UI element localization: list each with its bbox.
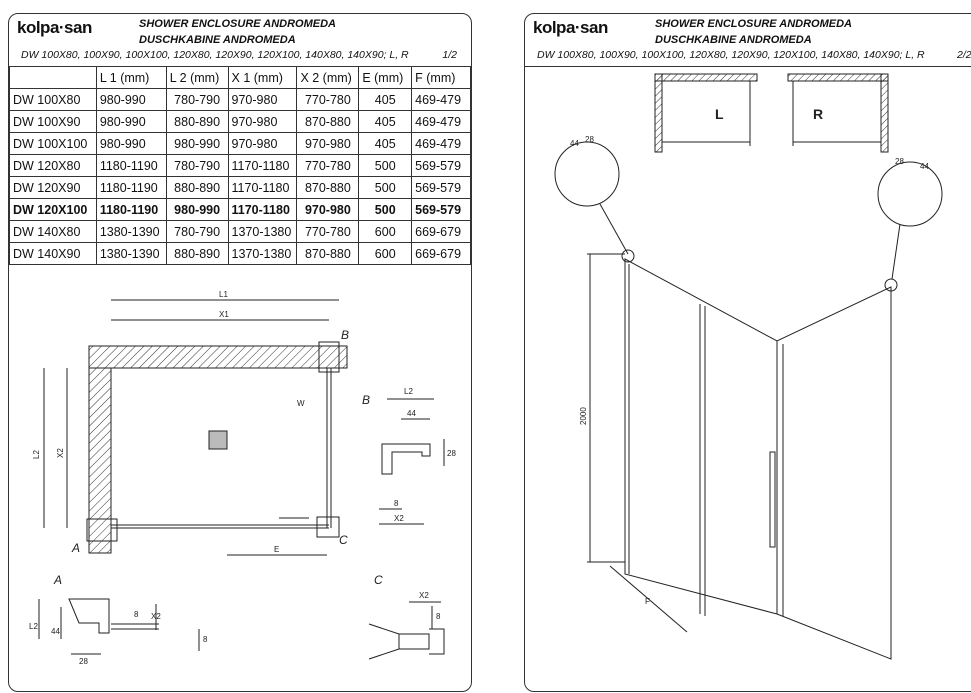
value-cell: 500: [358, 176, 413, 199]
dim-e: E: [274, 545, 279, 554]
detail-a-label: A: [53, 573, 62, 587]
right-variant-label: R: [813, 106, 823, 122]
value-cell: 980-990: [165, 198, 229, 221]
dimensions-table: L 1 (mm) L 2 (mm) X 1 (mm) X 2 (mm) E (m…: [9, 66, 471, 265]
title-de: DUSCHKABINE ANDROMEDA: [139, 34, 296, 46]
page-2-panel: kolpa·san SHOWER ENCLOSURE ANDROMEDA DUS…: [524, 13, 971, 692]
page-number: 1/2: [442, 49, 457, 61]
detail-b-l2: L2: [404, 387, 413, 396]
dim-28-right: 28: [895, 157, 904, 166]
dim-f: F: [645, 597, 650, 606]
models-list: DW 100X80, 100X90, 100X100, 120X80, 120X…: [21, 49, 409, 61]
enclosure-drawing: L R 44 28 28 44 2000 F: [554, 73, 943, 660]
value-cell: 870-880: [296, 110, 360, 133]
value-cell: 469-479: [411, 132, 471, 155]
detail-a-44: 44: [51, 627, 60, 636]
dim-l1: L1: [219, 290, 228, 299]
header-divider: [525, 66, 971, 67]
value-cell: 770-780: [296, 220, 360, 243]
dim-28-left: 28: [585, 135, 594, 144]
header-cell: L 1 (mm): [95, 66, 167, 89]
marker-b: B: [341, 328, 349, 342]
value-cell: 669-679: [411, 220, 471, 243]
dim-l2: L2: [32, 450, 41, 459]
value-cell: 500: [358, 198, 413, 221]
dim-height: 2000: [579, 407, 588, 425]
value-cell: 469-479: [411, 110, 471, 133]
dim-x1: X1: [219, 310, 229, 319]
value-cell: 600: [358, 220, 413, 243]
detail-c-x2: X2: [419, 591, 429, 600]
plan-drawing: L1 X1 L2 X2 W E A B C B L2 44 28 8 X2 A …: [29, 290, 456, 666]
value-cell: 600: [358, 242, 413, 265]
detail-a-8: 8: [134, 610, 139, 619]
value-cell: 1370-1380: [227, 220, 298, 243]
title-en: SHOWER ENCLOSURE ANDROMEDA: [655, 18, 852, 30]
value-cell: 569-579: [411, 154, 471, 177]
value-cell: 880-890: [165, 242, 229, 265]
brand-logo: kolpa·san: [17, 18, 92, 37]
dim-44-right: 44: [920, 162, 929, 171]
value-cell: 980-990: [165, 132, 229, 155]
detail-a-28: 28: [79, 657, 88, 666]
value-cell: 669-679: [411, 242, 471, 265]
brand-logo: kolpa·san: [533, 18, 608, 37]
detail-b-28: 28: [447, 449, 456, 458]
value-cell: 1170-1180: [227, 176, 298, 199]
model-cell: DW 100X80: [9, 88, 97, 111]
value-cell: 970-980: [296, 132, 360, 155]
page-number: 2/2: [957, 49, 971, 61]
detail-a-l2: L2: [29, 622, 38, 631]
model-cell: DW 120X100: [9, 198, 97, 221]
title-en: SHOWER ENCLOSURE ANDROMEDA: [139, 18, 336, 30]
value-cell: 1380-1390: [95, 242, 167, 265]
header-cell: F (mm): [411, 66, 471, 89]
dim-w: W: [297, 399, 305, 408]
detail-b-44: 44: [407, 409, 416, 418]
dim-x2: X2: [56, 448, 65, 458]
dim-44-left: 44: [570, 139, 579, 148]
detail-b-x2: X2: [394, 514, 404, 523]
detail-a-8b: 8: [203, 635, 208, 644]
detail-a-x2: X2: [151, 612, 161, 621]
value-cell: 780-790: [165, 220, 229, 243]
value-cell: 980-990: [95, 132, 167, 155]
marker-c: C: [339, 533, 348, 547]
marker-a: A: [71, 541, 80, 555]
model-cell: DW 140X80: [9, 220, 97, 243]
value-cell: 870-880: [296, 242, 360, 265]
table-header-row: L 1 (mm) L 2 (mm) X 1 (mm) X 2 (mm) E (m…: [9, 66, 471, 89]
detail-c-label: C: [374, 573, 383, 587]
detail-b-8: 8: [394, 499, 399, 508]
detail-c-8: 8: [436, 612, 441, 621]
title-de: DUSCHKABINE ANDROMEDA: [655, 34, 812, 46]
value-cell: 1170-1180: [227, 154, 298, 177]
value-cell: 405: [358, 132, 413, 155]
left-variant-label: L: [715, 106, 724, 122]
value-cell: 970-980: [227, 110, 298, 133]
value-cell: 569-579: [411, 198, 471, 221]
value-cell: 770-780: [296, 154, 360, 177]
models-list: DW 100X80, 100X90, 100X100, 120X80, 120X…: [537, 49, 925, 61]
page-1-panel: kolpa·san SHOWER ENCLOSURE ANDROMEDA DUS…: [8, 13, 472, 692]
model-cell: DW 100X100: [9, 132, 97, 155]
detail-b-label: B: [362, 393, 370, 407]
value-cell: 1370-1380: [227, 242, 298, 265]
value-cell: 980-990: [95, 110, 167, 133]
value-cell: 1170-1180: [227, 198, 298, 221]
value-cell: 970-980: [227, 88, 298, 111]
value-cell: 1180-1190: [95, 154, 167, 177]
